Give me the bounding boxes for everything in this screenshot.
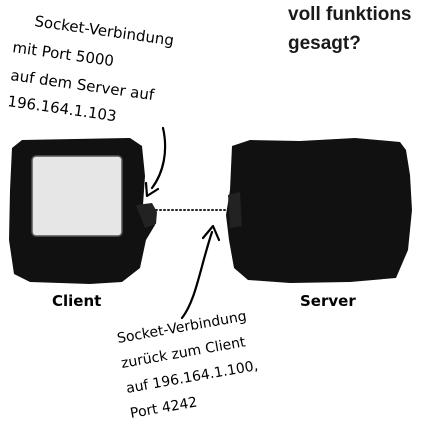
- client-note-arrow: [180, 224, 221, 320]
- server-connection-note: Socket-Verbindung mit Port 5000 auf dem …: [6, 12, 175, 125]
- server-label: Server: [300, 292, 356, 310]
- server-device-body: [226, 138, 412, 283]
- client-note-line-4: Port 4242: [129, 394, 199, 422]
- server-machine: [226, 138, 412, 283]
- client-connection-note: Socket-Verbindung zurück zum Client auf …: [116, 308, 259, 422]
- body-text-line-1: voll funktions: [288, 4, 412, 25]
- server-plug-icon: [228, 192, 242, 228]
- client-computer: [9, 138, 157, 284]
- client-screen: [32, 156, 122, 236]
- client-label: Client: [52, 292, 101, 310]
- server-note-line-4: 196.164.1.103: [6, 92, 117, 125]
- client-plug-icon: [136, 203, 157, 228]
- server-note-line-2: mit Port 5000: [11, 38, 115, 70]
- server-note-arrow: [144, 126, 167, 198]
- body-text-fragment: voll funktions gesagt?: [288, 0, 421, 58]
- body-text-line-2: gesagt?: [288, 33, 361, 54]
